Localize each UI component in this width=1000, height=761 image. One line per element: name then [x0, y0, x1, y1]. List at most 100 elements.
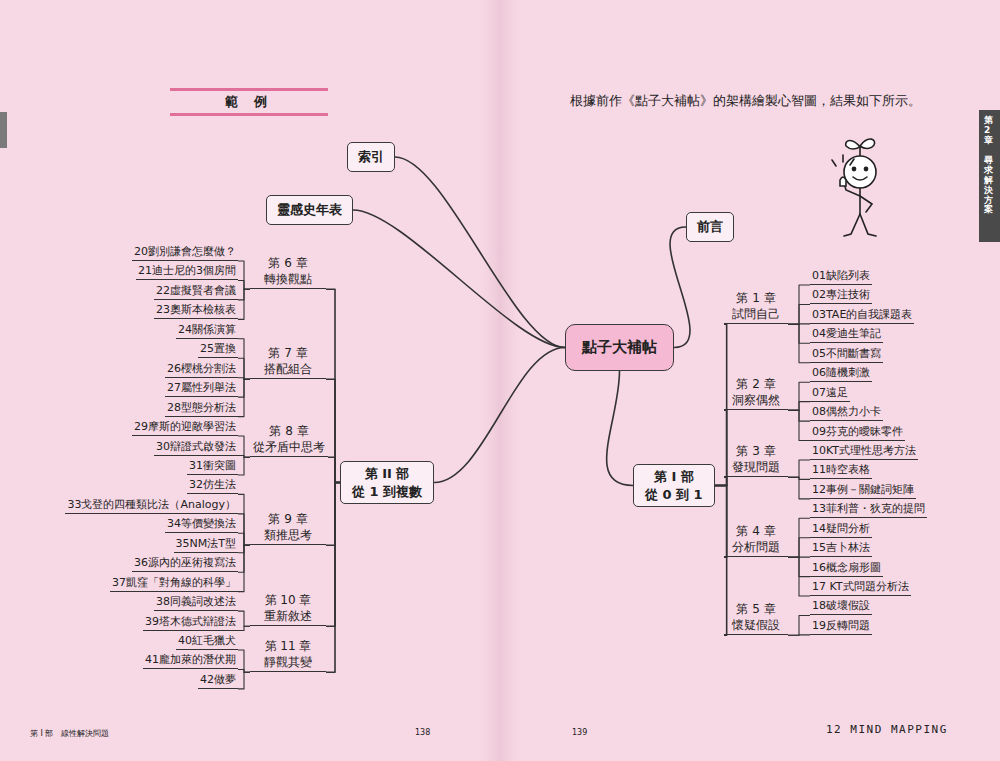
tab-title: 尋求解決方案: [984, 156, 993, 215]
node-text: 懷疑假設: [727, 618, 785, 634]
method-branch: 31衝突圖: [187, 459, 238, 475]
node-text: 從矛盾中思考: [253, 440, 325, 456]
method-branch: 24關係演算: [176, 323, 238, 339]
node-text: 29摩斯的迎敵學習法: [134, 420, 236, 434]
chapter-branch: 第 3 章發現問題: [724, 444, 788, 477]
node-text: 第 9 章: [253, 512, 323, 528]
central-topic: 點子大補帖: [565, 324, 674, 371]
chapter-branch: 第 10 章重新敘述: [250, 593, 326, 626]
branch-line: [326, 483, 340, 627]
node-text: 從 1 到複數: [352, 483, 422, 501]
branch-line: [238, 533, 250, 545]
method-branch: 36源內的巫術複寫法: [132, 556, 238, 572]
gutter-shade: [475, 0, 525, 761]
branch-line: [788, 538, 810, 557]
branch-line: [238, 261, 250, 289]
method-branch: 35NM法T型: [174, 537, 238, 553]
node-text: 27屬性列舉法: [167, 381, 236, 395]
branch-line: [238, 436, 250, 457]
node-text: 28型態分析法: [167, 401, 236, 415]
tab-chapter: 第2章: [984, 116, 993, 146]
method-branch: 23奧斯本檢核表: [154, 303, 238, 319]
node-text: 第 2 章: [727, 377, 785, 393]
node-text: 35NM法T型: [176, 537, 236, 551]
method-branch: 12事例－關鍵詞矩陣: [810, 483, 916, 499]
topic-box: 索引: [347, 142, 395, 172]
node-text: 從 0 到 1: [645, 486, 703, 504]
branch-line: [238, 650, 250, 672]
method-branch: 18破壞假設: [810, 599, 872, 615]
method-branch: 26櫻桃分割法: [165, 362, 238, 378]
method-branch: 22虛擬賢者會議: [154, 284, 238, 300]
heading-rule: [170, 113, 328, 116]
method-branch: 25置換: [198, 342, 238, 358]
branch-line: [434, 348, 565, 483]
node-text: 第 7 章: [253, 346, 323, 362]
node-text: 25置換: [200, 342, 236, 356]
method-branch: 28型態分析法: [165, 401, 238, 417]
node-text: 前言: [697, 218, 723, 236]
branch-line: [715, 486, 727, 636]
branch-line: [715, 324, 727, 485]
branch-line: [238, 289, 250, 319]
method-branch: 16概念扇形圖: [810, 561, 883, 577]
branch-line: [238, 339, 250, 379]
method-branch: 05不間斷書寫: [810, 347, 883, 363]
node-text: 07遠足: [812, 386, 848, 400]
branch-line: [238, 379, 250, 416]
method-branch: 34等價變換法: [165, 517, 238, 533]
running-footer: 第 I 部 線性解決問題: [30, 728, 109, 739]
page-number: 138: [415, 728, 430, 737]
node-text: 16概念扇形圖: [812, 561, 881, 575]
node-text: 31衝突圖: [189, 459, 236, 473]
node-text: 10KT式理性思考方法: [812, 444, 916, 458]
node-text: 20劉別謙會怎麼做？: [134, 245, 236, 259]
node-text: 34等價變換法: [167, 517, 236, 531]
node-text: 11時空表格: [812, 463, 870, 477]
chapter-branch: 第 5 章懷疑假設: [724, 602, 788, 635]
node-text: 40紅毛獵犬: [178, 634, 236, 648]
chapter-branch: 第 6 章轉換觀點: [250, 256, 326, 289]
method-branch: 19反轉問題: [810, 619, 872, 635]
node-text: 09芬克的曖昧零件: [812, 425, 903, 439]
node-text: 第 1 章: [727, 291, 785, 307]
chapter-tab: [979, 110, 1000, 242]
branch-line: [238, 514, 250, 545]
node-text: 第 5 章: [727, 602, 785, 618]
chapter-branch: 第 1 章試問自己: [724, 291, 788, 324]
branch-line: [788, 460, 810, 477]
node-text: 點子大補帖: [582, 338, 657, 357]
method-branch: 37凱窪「對角線的科學」: [110, 576, 238, 592]
method-branch: 10KT式理性思考方法: [810, 444, 918, 460]
node-text: 靜觀其變: [253, 655, 323, 671]
node-text: 第 4 章: [727, 524, 785, 540]
node-text: 30辯證式啟發法: [156, 440, 236, 454]
node-text: 第 6 章: [253, 256, 323, 272]
branch-line: [788, 304, 810, 324]
branch-line: [788, 477, 810, 499]
branch-line: [788, 634, 810, 635]
node-text: 洞察偶然: [727, 393, 785, 409]
branch-line: [238, 545, 250, 591]
node-text: 41龐加萊的潛伏期: [145, 653, 236, 667]
branch-line: [788, 557, 810, 596]
node-text: 21迪士尼的3個房間: [138, 264, 236, 278]
branch-line: [326, 379, 340, 482]
method-branch: 30辯證式啟發法: [154, 440, 238, 456]
node-text: 重新敘述: [253, 609, 323, 625]
method-branch: 42做夢: [198, 673, 238, 689]
branch-line: [238, 672, 250, 689]
topic-box: 靈感史年表: [266, 195, 353, 225]
node-text: 36源內的巫術複寫法: [134, 556, 236, 570]
node-text: 19反轉問題: [812, 619, 870, 633]
branch-line: [238, 358, 250, 379]
branch-line: [238, 626, 250, 630]
node-text: 15吉卜林法: [812, 541, 870, 555]
branch-line: [715, 477, 727, 485]
part-box: 第 I 部從 0 到 1: [633, 464, 715, 507]
branch-line: [715, 410, 727, 485]
method-branch: 33戈登的四種類比法（Analogy）: [65, 498, 238, 514]
node-text: 39塔木德式辯證法: [145, 615, 236, 629]
